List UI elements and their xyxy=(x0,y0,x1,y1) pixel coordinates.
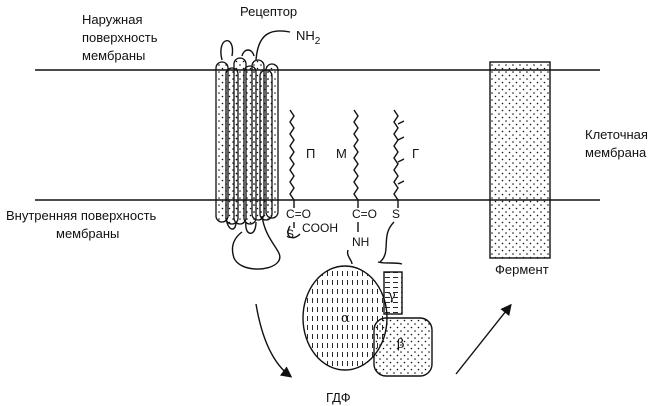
co-mid-label: C=O xyxy=(352,207,377,221)
receptor-label: Рецептор xyxy=(240,4,297,19)
lipid-m-label: М xyxy=(336,146,347,161)
activation-arrow-right xyxy=(455,303,512,375)
g-gamma-subunit xyxy=(383,271,403,315)
lipid-g-label: Г xyxy=(412,146,419,161)
lipid-myristoyl xyxy=(353,109,359,201)
inner-surface-label: Внутренняя поверхность мембраны xyxy=(6,208,160,241)
enzyme-label: Фермент xyxy=(495,262,549,277)
outer-surface-label: Наружная поверхность мембраны xyxy=(82,12,161,63)
cell-membrane-label: Клеточная мембрана xyxy=(585,127,652,160)
s-left-label: S xyxy=(286,227,294,241)
s-right-label: S xyxy=(392,207,400,221)
alpha-label: α xyxy=(341,311,350,326)
cooh-label: COOH xyxy=(302,221,338,235)
receptor-7tm xyxy=(215,30,291,270)
g-beta-subunit xyxy=(373,317,433,377)
enzyme-block xyxy=(489,61,551,259)
beta-label: β xyxy=(397,337,405,352)
gdp-label: ГДФ xyxy=(326,390,351,405)
lipid-p-label: П xyxy=(306,146,315,161)
lipid-palmitoyl xyxy=(289,109,295,201)
nh-label: NH xyxy=(352,235,369,249)
gamma-label: γ xyxy=(388,289,396,304)
co-left-label: C=O xyxy=(286,207,311,221)
lipid-geranylgeranyl xyxy=(393,109,405,201)
nh2-label: NH2 xyxy=(296,28,321,47)
activation-arrow-left xyxy=(255,303,293,378)
